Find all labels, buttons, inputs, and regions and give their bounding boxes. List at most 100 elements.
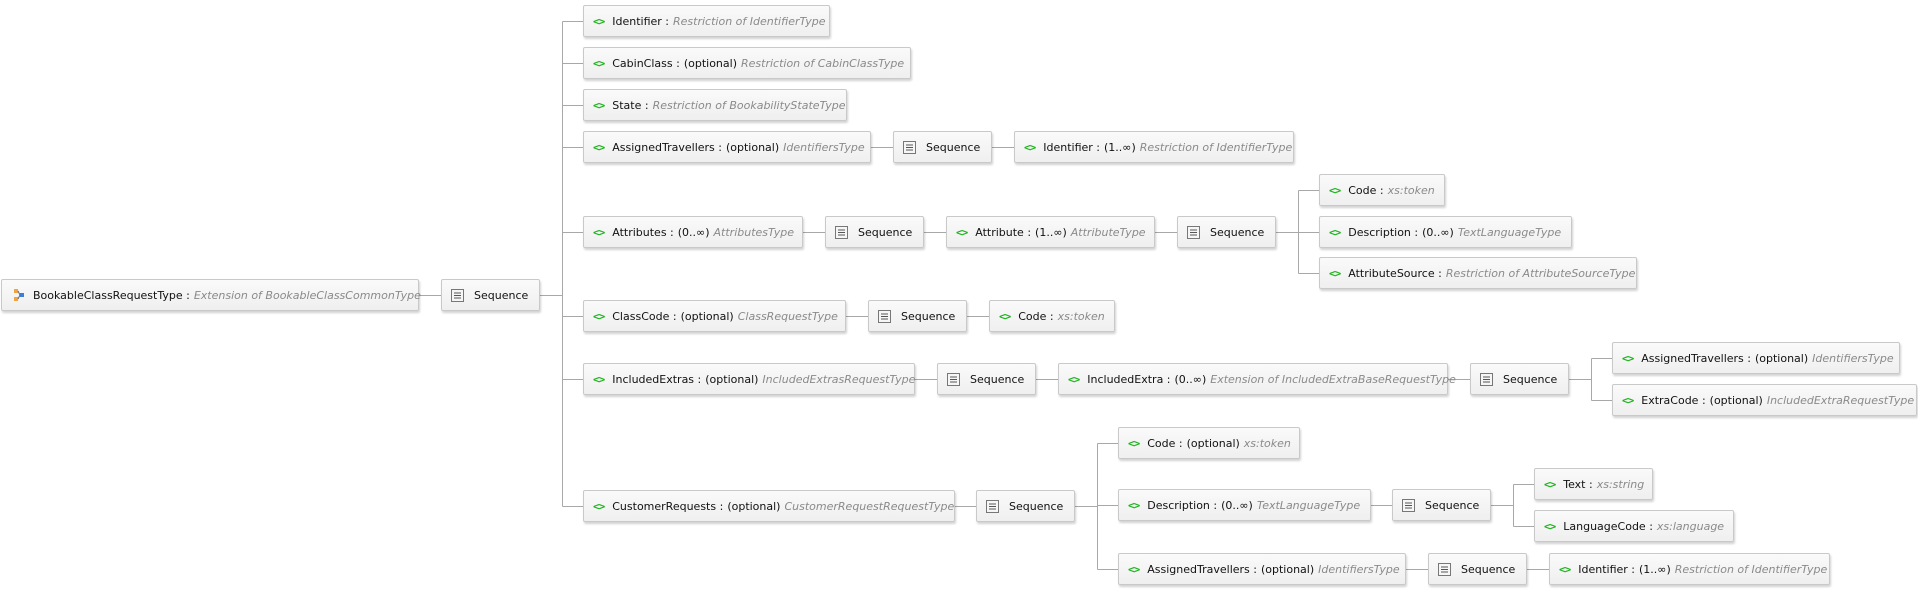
node-description[interactable]: <> Description : (0..∞) TextLanguageType bbox=[1319, 216, 1572, 248]
element-icon: <> bbox=[1329, 183, 1341, 197]
node-includedextra[interactable]: <> IncludedExtra : (0..∞) Extension of I… bbox=[1058, 363, 1456, 395]
node-cardinality: (optional) bbox=[680, 309, 734, 323]
node-type: xs:token bbox=[1387, 183, 1435, 197]
node-assignedtravellers[interactable]: <> AssignedTravellers : (optional) Ident… bbox=[583, 131, 871, 163]
node-assignedtravellers[interactable]: <> AssignedTravellers : (optional) Ident… bbox=[1118, 553, 1406, 585]
element-icon: <> bbox=[593, 14, 605, 28]
node-state[interactable]: <> State : Restriction of BookabilitySta… bbox=[583, 89, 847, 121]
sequence-icon bbox=[1480, 372, 1493, 386]
node-name: LanguageCode : bbox=[1563, 519, 1653, 533]
sequence-node[interactable]: Sequence bbox=[1392, 489, 1491, 521]
element-icon: <> bbox=[1068, 372, 1080, 386]
node-cardinality: (0..∞) bbox=[1174, 372, 1207, 386]
node-cardinality: (optional) bbox=[1709, 393, 1763, 407]
element-icon: <> bbox=[1128, 498, 1140, 512]
node-cardinality: (0..∞) bbox=[1422, 225, 1454, 239]
element-icon: <> bbox=[1128, 562, 1140, 576]
element-icon: <> bbox=[956, 225, 968, 239]
element-icon: <> bbox=[1559, 562, 1571, 576]
node-type: Extension of BookableClassCommonType bbox=[193, 288, 421, 302]
node-cardinality: (optional) bbox=[1186, 436, 1240, 450]
node-type: IdentifiersType bbox=[1812, 351, 1894, 365]
sequence-icon bbox=[878, 309, 891, 323]
node-cardinality: (optional) bbox=[683, 56, 737, 70]
element-icon: <> bbox=[1622, 393, 1634, 407]
node-name: Sequence bbox=[474, 288, 529, 302]
sequence-node[interactable]: Sequence bbox=[937, 363, 1036, 395]
element-icon: <> bbox=[1128, 436, 1140, 450]
node-attributesource[interactable]: <> AttributeSource : Restriction of Attr… bbox=[1319, 257, 1637, 289]
node-cardinality: (1..∞) bbox=[1035, 225, 1067, 239]
element-icon: <> bbox=[593, 56, 605, 70]
node-cabinclass[interactable]: <> CabinClass : (optional) Restriction o… bbox=[583, 47, 911, 79]
node-type: AttributesType bbox=[713, 225, 795, 239]
sequence-node[interactable]: Sequence bbox=[1177, 216, 1276, 248]
node-attributes[interactable]: <> Attributes : (0..∞) AttributesType bbox=[583, 216, 803, 248]
node-extracode[interactable]: <> ExtraCode : (optional) IncludedExtraR… bbox=[1612, 384, 1917, 416]
sequence-node[interactable]: Sequence bbox=[1470, 363, 1569, 395]
complex-type-icon bbox=[11, 287, 27, 303]
sequence-icon bbox=[1438, 562, 1451, 576]
node-classcode[interactable]: <> ClassCode : (optional) ClassRequestTy… bbox=[583, 300, 846, 332]
node-type: Restriction of IdentifierType bbox=[673, 14, 826, 28]
element-icon: <> bbox=[1544, 477, 1556, 491]
sequence-node[interactable]: Sequence bbox=[441, 279, 540, 311]
node-customerrequests[interactable]: <> CustomerRequests : (optional) Custome… bbox=[583, 490, 955, 522]
node-type: xs:token bbox=[1243, 436, 1291, 450]
node-cardinality: (0..∞) bbox=[1221, 498, 1253, 512]
node-name: Sequence bbox=[1009, 499, 1064, 513]
node-name: Sequence bbox=[1461, 562, 1516, 576]
node-code[interactable]: <> Code : (optional) xs:token bbox=[1118, 427, 1300, 459]
node-code[interactable]: <> Code : xs:token bbox=[989, 300, 1115, 332]
node-cardinality: (1..∞) bbox=[1639, 562, 1671, 576]
node-identifier[interactable]: <> Identifier : Restriction of Identifie… bbox=[583, 5, 830, 37]
sequence-icon bbox=[1402, 498, 1415, 512]
node-bookableclassrequesttype[interactable]: BookableClassRequestType : Extension of … bbox=[1, 279, 421, 311]
node-identifier[interactable]: <> Identifier : (1..∞) Restriction of Id… bbox=[1014, 131, 1294, 163]
node-name: Code : bbox=[1348, 183, 1384, 197]
sequence-icon bbox=[986, 499, 999, 513]
node-cardinality: (optional) bbox=[727, 499, 781, 513]
node-languagecode[interactable]: <> LanguageCode : xs:language bbox=[1534, 510, 1734, 542]
node-name: CabinClass : bbox=[612, 56, 680, 70]
node-name: ClassCode : bbox=[612, 309, 677, 323]
node-type: IncludedExtrasRequestType bbox=[762, 372, 916, 386]
node-name: Sequence bbox=[901, 309, 956, 323]
node-name: IncludedExtra : bbox=[1087, 372, 1171, 386]
element-icon: <> bbox=[593, 372, 605, 386]
node-type: Restriction of IdentifierType bbox=[1674, 562, 1828, 576]
sequence-icon bbox=[451, 288, 464, 302]
element-icon: <> bbox=[593, 499, 605, 513]
node-name: ExtraCode : bbox=[1641, 393, 1706, 407]
node-text[interactable]: <> Text : xs:string bbox=[1534, 468, 1653, 500]
node-code[interactable]: <> Code : xs:token bbox=[1319, 174, 1445, 206]
node-name: Description : bbox=[1147, 498, 1218, 512]
sequence-icon bbox=[947, 372, 960, 386]
node-type: Restriction of IdentifierType bbox=[1139, 140, 1293, 154]
node-attribute[interactable]: <> Attribute : (1..∞) AttributeType bbox=[946, 216, 1155, 248]
node-identifier[interactable]: <> Identifier : (1..∞) Restriction of Id… bbox=[1549, 553, 1830, 585]
node-type: Restriction of BookabilityStateType bbox=[652, 98, 846, 112]
sequence-node[interactable]: Sequence bbox=[893, 131, 992, 163]
node-name: Description : bbox=[1348, 225, 1419, 239]
node-name: AssignedTravellers : bbox=[1147, 562, 1257, 576]
sequence-node[interactable]: Sequence bbox=[976, 490, 1075, 522]
node-name: Sequence bbox=[1210, 225, 1265, 239]
node-type: ClassRequestType bbox=[737, 309, 838, 323]
node-name: Code : bbox=[1018, 309, 1054, 323]
sequence-node[interactable]: Sequence bbox=[825, 216, 924, 248]
sequence-node[interactable]: Sequence bbox=[1428, 553, 1527, 585]
node-description[interactable]: <> Description : (0..∞) TextLanguageType bbox=[1118, 489, 1371, 521]
node-assignedtravellers[interactable]: <> AssignedTravellers : (optional) Ident… bbox=[1612, 342, 1900, 374]
node-cardinality: (optional) bbox=[1754, 351, 1809, 365]
node-name: Identifier : bbox=[1043, 140, 1101, 154]
sequence-node[interactable]: Sequence bbox=[868, 300, 967, 332]
node-type: TextLanguageType bbox=[1457, 225, 1562, 239]
node-cardinality: (optional) bbox=[1260, 562, 1315, 576]
node-type: Extension of IncludedExtraBaseRequestTyp… bbox=[1210, 372, 1456, 386]
node-name: Text : bbox=[1563, 477, 1593, 491]
node-includedextras[interactable]: <> IncludedExtras : (optional) IncludedE… bbox=[583, 363, 915, 395]
node-name: Attribute : bbox=[975, 225, 1032, 239]
element-icon: <> bbox=[1622, 351, 1634, 365]
